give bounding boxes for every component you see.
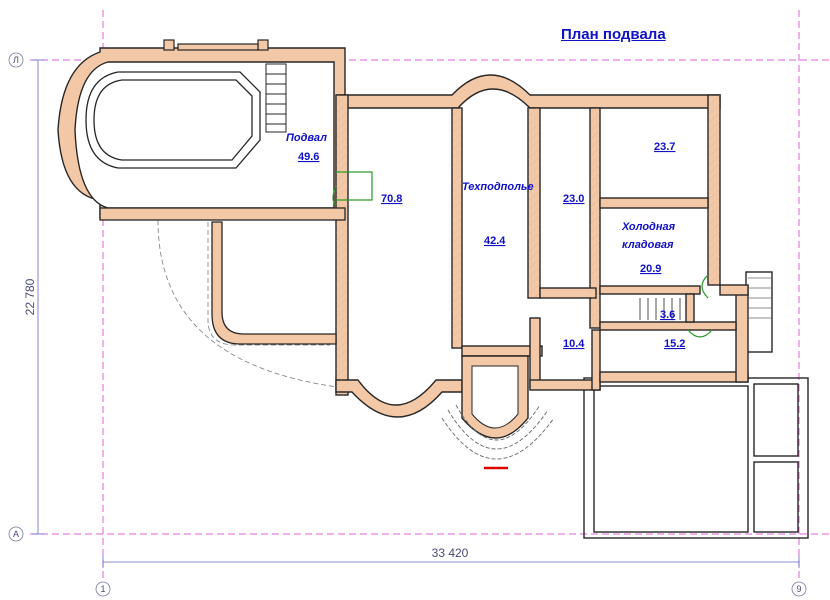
svg-text:1: 1	[100, 584, 105, 594]
room-23-0-area: 23.0	[563, 193, 584, 205]
room-podval-name: Подвал	[286, 132, 327, 144]
roof-bumps	[163, 39, 269, 51]
room-tekhpodpole-area: 42.4	[484, 235, 506, 247]
room-tekhpodpole-name: Техподполье	[462, 181, 534, 193]
axis-marker-left: 1	[95, 581, 111, 597]
room-10-4-area: 10.4	[563, 338, 585, 350]
svg-text:9: 9	[796, 584, 801, 594]
main-walls	[335, 74, 749, 439]
pool	[85, 71, 261, 169]
room-hall-area: 70.8	[381, 193, 402, 205]
inner-stairs	[639, 298, 681, 320]
plan-title: План подвала	[561, 26, 666, 43]
podval-stairs	[265, 63, 287, 133]
room-kladovaya-name-1: Холодная	[621, 221, 676, 233]
external-stairs	[748, 277, 772, 319]
axis-marker-top: Л	[8, 52, 24, 68]
dimension-width: 33 420	[432, 546, 469, 560]
axis-marker-right: 9	[791, 581, 807, 597]
doors	[332, 171, 713, 338]
annex-block	[583, 271, 809, 539]
svg-text:Л: Л	[13, 55, 19, 65]
room-podval-area: 49.6	[298, 151, 319, 163]
porch-interior	[471, 365, 519, 429]
room-23-7-area: 23.7	[654, 141, 675, 153]
site-outline	[157, 219, 346, 389]
room-kladovaya-area: 20.9	[640, 263, 661, 275]
walls	[57, 47, 346, 219]
svg-text:А: А	[13, 529, 19, 539]
room-stair-area: 3.6	[660, 309, 675, 321]
dimension-lines	[32, 59, 800, 568]
dimension-height: 22 780	[23, 278, 37, 315]
room-kladovaya-name-2: кладовая	[622, 239, 674, 251]
axis-marker-bottom: А	[8, 526, 24, 542]
room-15-2-area: 15.2	[664, 338, 685, 350]
porch-steps	[441, 404, 555, 460]
wall-hatch	[336, 95, 720, 395]
lower-wing-walls	[99, 207, 346, 345]
